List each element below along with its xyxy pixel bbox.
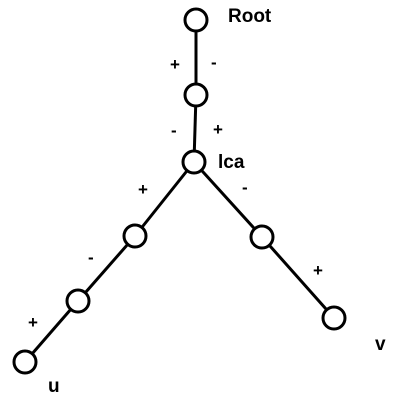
- sign-mid-lca-right: +: [213, 120, 223, 139]
- label-u: u: [48, 376, 60, 397]
- node-left-lower: [65, 288, 91, 314]
- sign-left-lower-u: +: [28, 313, 38, 332]
- edge-left-upper-left-lower: [76, 235, 137, 302]
- node-root: [183, 7, 209, 33]
- label-v: v: [375, 334, 386, 355]
- node-u: [12, 349, 38, 375]
- sign-mid-lca-left: -: [171, 121, 177, 140]
- sign-lca-right-upper: -: [242, 178, 248, 197]
- sign-lca-left-upper: +: [138, 180, 148, 199]
- node-v: [321, 305, 347, 331]
- node-right-upper: [249, 224, 275, 250]
- label-root: Root: [228, 6, 272, 27]
- node-mid: [183, 82, 209, 108]
- sign-right-upper-v: +: [313, 261, 323, 280]
- node-lca: [181, 149, 207, 175]
- edge-lca-left-upper: [133, 161, 196, 237]
- edge-left-lower-u: [23, 300, 80, 363]
- sign-left-upper-left-lower: -: [88, 248, 94, 267]
- label-lca: lca: [218, 152, 245, 173]
- node-left-upper: [122, 223, 148, 249]
- edge-right-upper-v: [260, 236, 336, 319]
- sign-root-mid-right: -: [211, 53, 217, 72]
- sign-root-mid-left: +: [170, 55, 180, 74]
- edge-lca-right-upper: [192, 160, 264, 239]
